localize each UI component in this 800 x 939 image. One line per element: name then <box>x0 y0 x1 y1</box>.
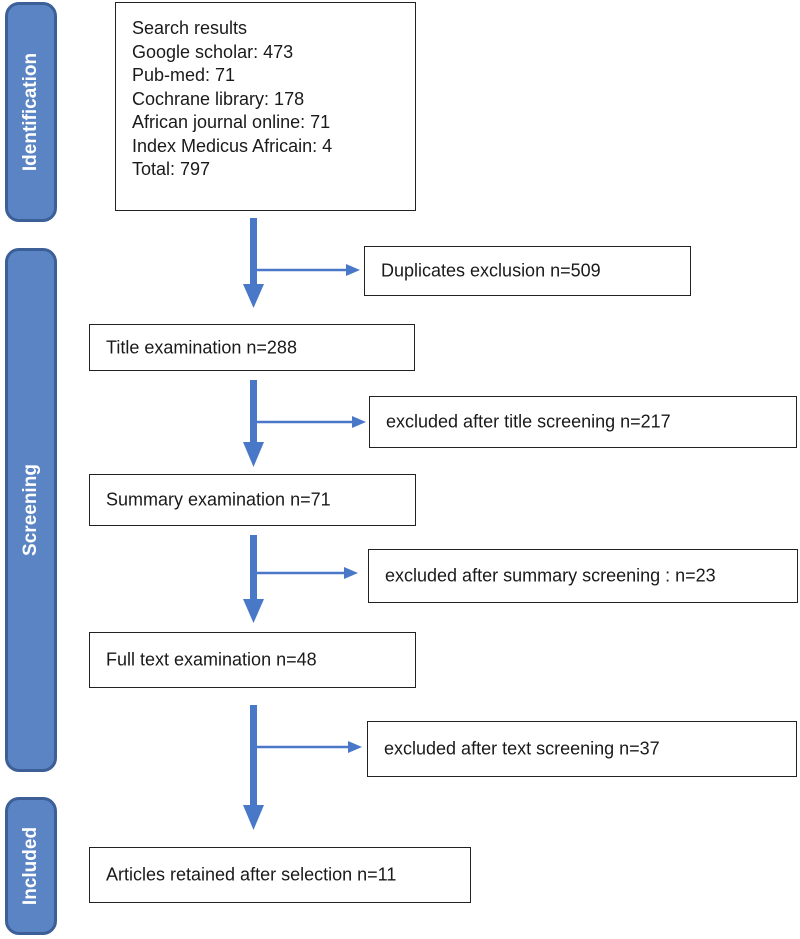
summary-exclusion-box: excluded after summary screening : n=23 <box>368 549 798 603</box>
search-source-african-journal: African journal online: 71 <box>132 112 331 132</box>
branch-arrow-duplicates <box>257 264 360 276</box>
search-total: Total: 797 <box>132 159 211 179</box>
down-arrow-2 <box>243 380 264 467</box>
summary-examination-text: Summary examination n=71 <box>106 489 331 510</box>
phase-identification: Identification <box>5 2 57 222</box>
down-arrow-4 <box>243 705 264 830</box>
title-exclusion-text: excluded after title screening n=217 <box>386 411 671 432</box>
duplicates-exclusion-text: Duplicates exclusion n=509 <box>381 260 601 281</box>
search-source-index-medicus: Index Medicus Africain: 4 <box>132 135 333 156</box>
search-results-title: Search results <box>132 18 248 38</box>
search-results-box: Search results Google scholar: 473 Pub-m… <box>115 2 416 211</box>
duplicates-exclusion-box: Duplicates exclusion n=509 <box>364 246 691 296</box>
down-arrow-1 <box>243 218 264 308</box>
articles-retained-box: Articles retained after selection n=11 <box>89 847 471 903</box>
fulltext-examination-text: Full text examination n=48 <box>106 649 317 670</box>
branch-arrow-summary <box>257 567 358 579</box>
search-source-pubmed: Pub-med: 71 <box>132 65 236 85</box>
down-arrow-3 <box>243 535 264 623</box>
summary-examination-box: Summary examination n=71 <box>89 474 416 526</box>
summary-exclusion-text: excluded after summary screening : n=23 <box>385 565 716 586</box>
phase-screening: Screening <box>5 248 57 772</box>
title-examination-box: Title examination n=288 <box>89 324 415 371</box>
articles-retained-text: Articles retained after selection n=11 <box>106 864 397 885</box>
branch-arrow-text <box>257 741 362 753</box>
fulltext-examination-box: Full text examination n=48 <box>89 632 416 688</box>
search-source-google-scholar: Google scholar: 473 <box>132 41 294 62</box>
title-examination-text: Title examination n=288 <box>106 337 297 357</box>
text-exclusion-box: excluded after text screening n=37 <box>367 721 797 777</box>
phase-included: Included <box>5 797 57 935</box>
title-exclusion-box: excluded after title screening n=217 <box>369 396 797 448</box>
text-exclusion-text: excluded after text screening n=37 <box>384 738 660 759</box>
search-source-cochrane: Cochrane library: 178 <box>132 88 305 109</box>
branch-arrow-title <box>257 416 366 428</box>
